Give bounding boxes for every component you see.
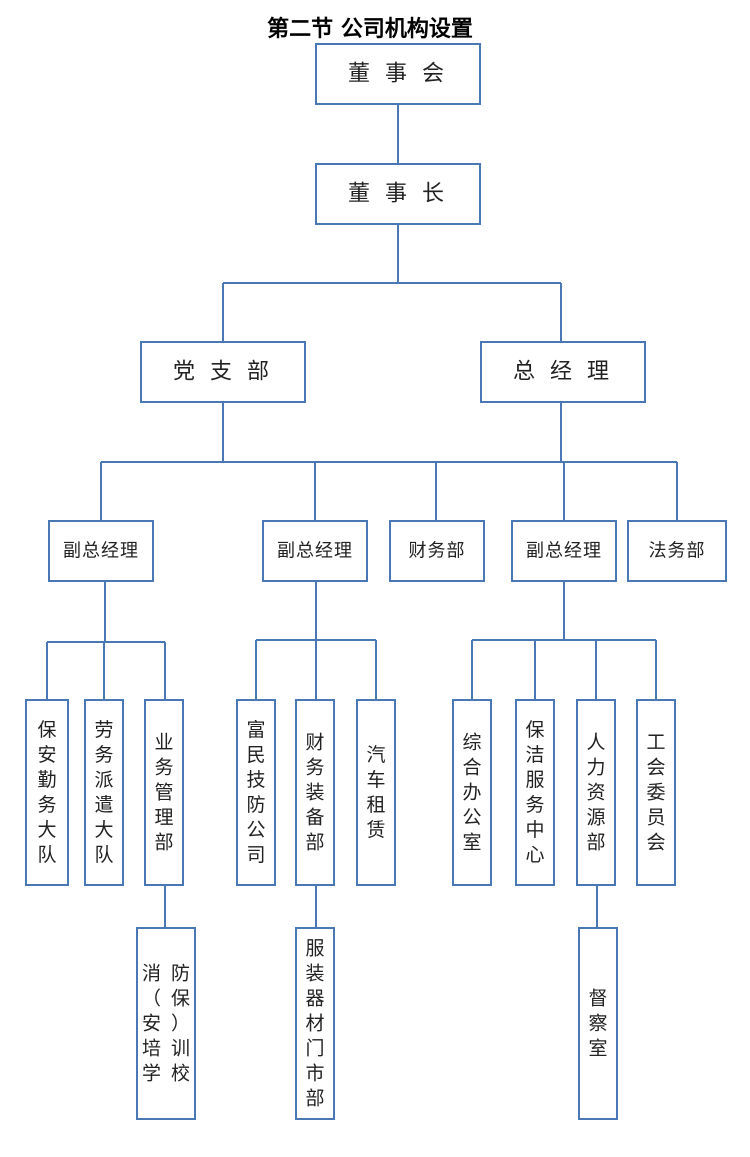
- node-label: 董 事 长: [348, 182, 448, 207]
- node-box: [452, 699, 492, 886]
- node-box: [315, 163, 481, 225]
- node-label: 副总经理: [63, 541, 139, 562]
- node-board: 董 事 会: [315, 43, 481, 105]
- node-car-rental: 汽车租赁: [356, 699, 396, 886]
- node-label: 综合办公室: [462, 732, 481, 854]
- node-label: 督察室: [588, 988, 607, 1060]
- node-box: [295, 927, 335, 1120]
- node-box: [236, 699, 276, 886]
- node-box: [578, 927, 618, 1120]
- node-label: 工会委员会: [646, 732, 665, 854]
- node-box: [144, 699, 184, 886]
- node-label: 汽车租赁: [366, 744, 385, 841]
- node-box: [295, 699, 335, 886]
- node-vp3: 副总经理: [511, 520, 617, 582]
- node-box: [140, 341, 306, 403]
- node-security-brigade: 保安勤务大队: [25, 699, 69, 886]
- node-label: 保安勤务大队: [37, 719, 56, 866]
- node-label: 副总经理: [277, 541, 353, 562]
- node-label: 总 经 理: [513, 360, 613, 385]
- node-label: 法务部: [649, 541, 706, 562]
- node-box: [515, 699, 555, 886]
- node-box: [480, 341, 646, 403]
- node-legal: 法务部: [627, 520, 727, 582]
- node-fire-school: 消防（保安）培训学校: [136, 927, 196, 1120]
- node-box: [356, 699, 396, 886]
- node-label: 财务装备部: [305, 732, 324, 854]
- node-uniform-store: 服装器材门市部: [295, 927, 335, 1120]
- node-box: [25, 699, 69, 886]
- node-fumin-tech: 富民技防公司: [236, 699, 276, 886]
- node-box: [636, 699, 676, 886]
- connector-lines: [46, 104, 678, 928]
- node-label: 人力资源部: [586, 732, 605, 854]
- node-box: [262, 520, 368, 582]
- node-supervision: 督察室: [578, 927, 618, 1120]
- node-general-office: 综合办公室: [452, 699, 492, 886]
- node-box: [84, 699, 124, 886]
- node-label: 富民技防公司: [246, 719, 265, 866]
- node-cleaning-center: 保洁服务中心: [515, 699, 555, 886]
- node-box: [136, 927, 196, 1120]
- node-box: [627, 520, 727, 582]
- node-label: 财务部: [409, 541, 466, 562]
- node-labor-dispatch: 劳务派遣大队: [84, 699, 124, 886]
- node-box: [389, 520, 485, 582]
- node-label: 消防（保安）培训学校: [142, 963, 190, 1085]
- node-business-mgmt: 业务管理部: [144, 699, 184, 886]
- node-label: 副总经理: [526, 541, 602, 562]
- node-label: 董 事 会: [348, 62, 448, 87]
- node-label: 保洁服务中心: [525, 719, 544, 866]
- node-label: 党 支 部: [173, 360, 273, 385]
- chart-title: 第二节 公司机构设置: [267, 16, 473, 42]
- node-hr: 人力资源部: [576, 699, 616, 886]
- node-label: 劳务派遣大队: [94, 719, 113, 866]
- node-box: [315, 43, 481, 105]
- node-label: 业务管理部: [154, 732, 173, 854]
- node-finance-equip: 财务装备部: [295, 699, 335, 886]
- node-vp1: 副总经理: [48, 520, 154, 582]
- node-chairman: 董 事 长: [315, 163, 481, 225]
- node-finance: 财务部: [389, 520, 485, 582]
- node-box: [511, 520, 617, 582]
- node-vp2: 副总经理: [262, 520, 368, 582]
- node-party: 党 支 部: [140, 341, 306, 403]
- node-gm: 总 经 理: [480, 341, 646, 403]
- node-box: [48, 520, 154, 582]
- node-union: 工会委员会: [636, 699, 676, 886]
- node-box: [576, 699, 616, 886]
- node-label: 服装器材门市部: [305, 938, 324, 1110]
